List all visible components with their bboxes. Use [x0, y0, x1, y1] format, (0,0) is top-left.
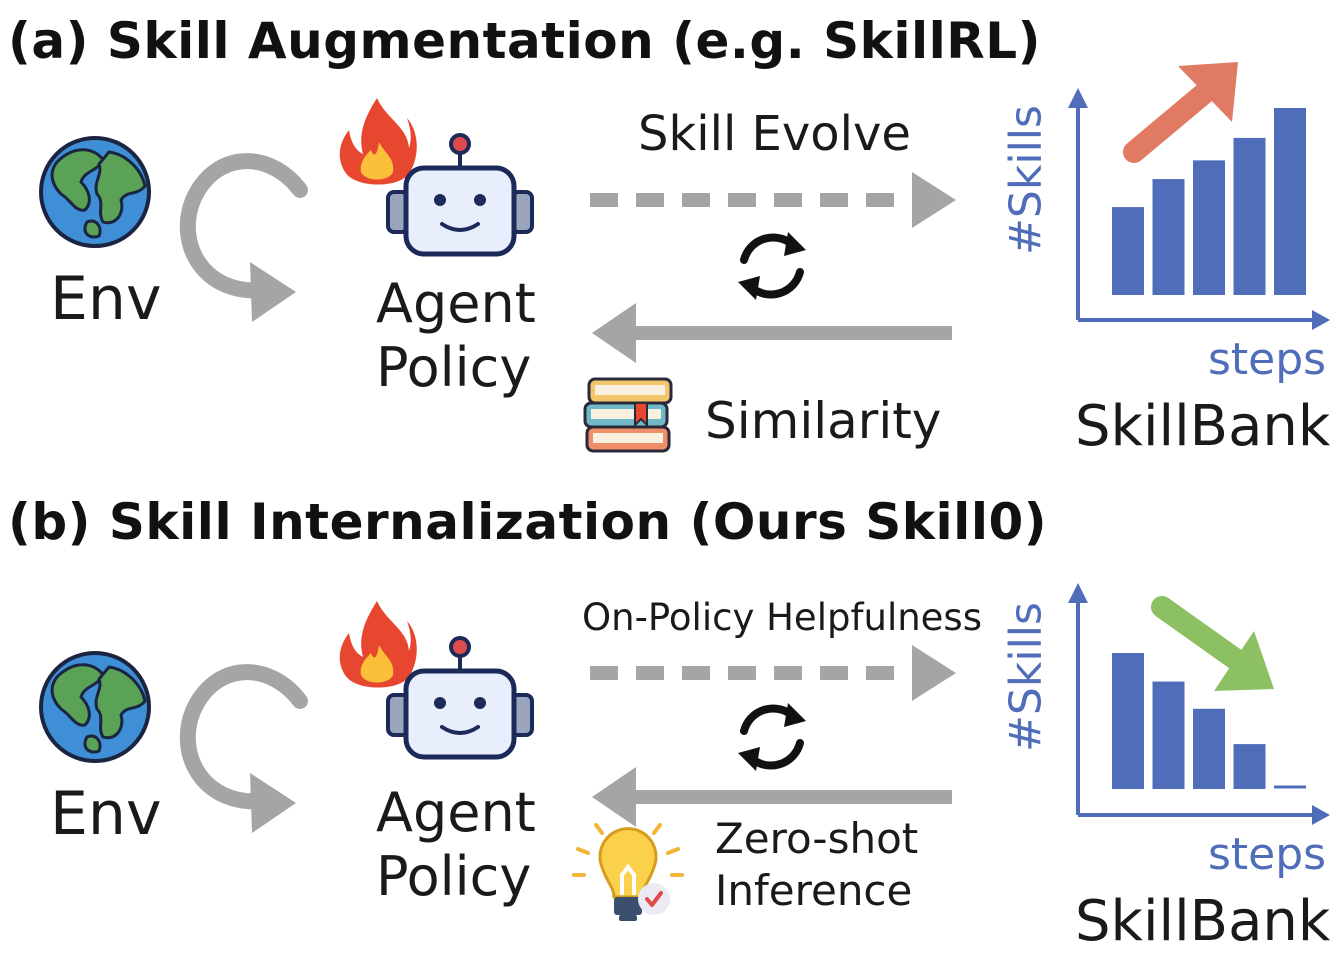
bar [1193, 160, 1225, 295]
y-axis-label: #Skills [1000, 105, 1052, 255]
dashed-arrow-right [590, 172, 956, 228]
robot-icon [386, 133, 534, 257]
agent-policy-label: Agent Policy [376, 272, 536, 400]
agent-policy-label: Agent Policy [376, 781, 536, 909]
dashed-arrow-right [590, 645, 956, 701]
panel-skill-internalization: (b) Skill Internalization (Ours Skill0) … [0, 481, 1344, 962]
sync-icon [738, 703, 806, 771]
panel-title: (b) Skill Internalization (Ours Skill0) [8, 493, 1048, 551]
agent-label-line2: Policy [376, 845, 532, 908]
fire-icon [339, 98, 417, 185]
trend-up-arrow-icon [1123, 62, 1238, 163]
bar [1112, 207, 1144, 295]
bar [1112, 653, 1144, 789]
similarity-label: Similarity [705, 392, 942, 450]
agent-label-line2: Policy [376, 336, 532, 399]
globe-icon [39, 651, 151, 763]
y-axis-label: #Skills [1000, 602, 1052, 752]
skillbank-label: SkillBank [1075, 889, 1331, 954]
fire-icon [339, 601, 417, 688]
panel-skill-augmentation: (a) Skill Augmentation (e.g. SkillRL) En… [8, 12, 1331, 459]
bar-group [1112, 108, 1306, 295]
bar [1152, 681, 1185, 789]
globe-icon [39, 136, 151, 248]
cycle-arrow-icon [179, 664, 308, 833]
bar [1193, 708, 1225, 789]
agent-label-line1: Agent [376, 272, 536, 335]
solid-arrow-left [592, 767, 952, 827]
bar [1152, 179, 1185, 295]
robot-icon [386, 636, 534, 760]
bar [1233, 137, 1266, 295]
bar-group [1112, 653, 1306, 789]
panel-b-art [39, 583, 1330, 921]
trend-down-arrow-icon [1151, 596, 1274, 691]
zero-shot-line: Zero-shot [715, 814, 919, 863]
bar [1233, 744, 1266, 789]
env-label: Env [50, 779, 162, 849]
chart-axes [1068, 88, 1330, 330]
x-axis-label: steps [1208, 334, 1327, 385]
agent-label-line1: Agent [376, 781, 536, 844]
env-label: Env [50, 264, 162, 334]
cycle-arrow-icon [179, 153, 308, 322]
books-icon [583, 377, 673, 453]
x-axis-label: steps [1208, 829, 1327, 880]
bar [1274, 108, 1306, 295]
inference-line: Inference [715, 866, 913, 915]
zero-shot-inference-label: Zero-shot Inference [715, 813, 918, 917]
panel-a-art [39, 62, 1330, 453]
sync-icon [738, 232, 806, 300]
solid-arrow-left [592, 303, 952, 363]
chart-axes [1068, 583, 1330, 825]
skillbank-label: SkillBank [1075, 394, 1331, 459]
lightbulb-icon [572, 823, 684, 921]
skill-evolve-label: Skill Evolve [638, 106, 911, 162]
panel-title: (a) Skill Augmentation (e.g. SkillRL) [8, 12, 1042, 70]
on-policy-helpfulness-label: On-Policy Helpfulness [582, 596, 982, 639]
